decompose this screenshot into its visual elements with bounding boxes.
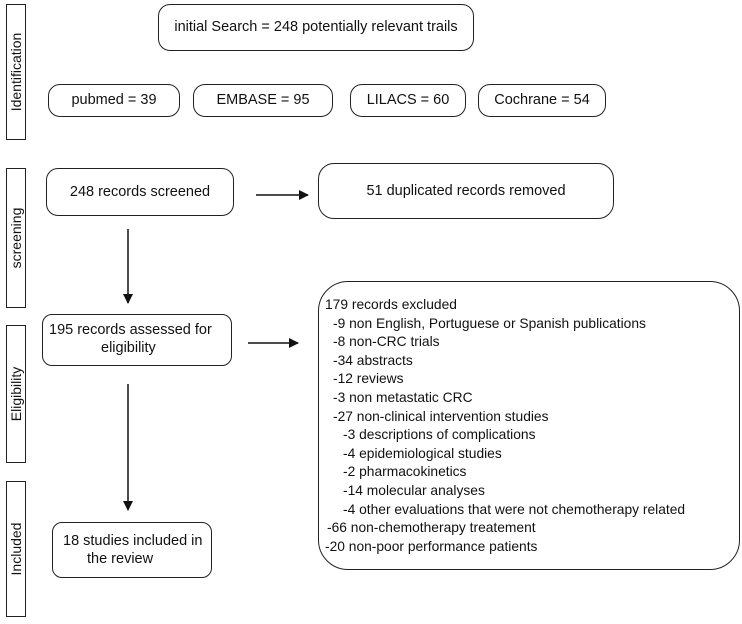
duplicates-removed-text: 51 duplicated records removed bbox=[366, 182, 566, 199]
excluded-title: 179 records excluded bbox=[325, 297, 457, 312]
cochrane-text: Cochrane = 54 bbox=[494, 92, 590, 109]
embase-text: EMBASE = 95 bbox=[216, 92, 310, 109]
excluded-item: -34 abstracts bbox=[333, 352, 413, 368]
excluded-item: -8 non-CRC trials bbox=[333, 334, 440, 350]
duplicates-removed-box: 51 duplicated records removed bbox=[318, 163, 614, 219]
phase-included: Included bbox=[6, 481, 26, 617]
phase-identification: Identification bbox=[6, 4, 26, 140]
excluded-item: -12 reviews bbox=[333, 371, 404, 387]
studies-included-line2: the review bbox=[87, 551, 154, 568]
phase-screening: screening bbox=[6, 168, 26, 308]
pubmed-box: pubmed = 39 bbox=[48, 84, 180, 117]
records-assessed-box: 195 records assessed for eligibility bbox=[42, 314, 232, 366]
excluded-item: -66 non-chemotherapy treatement bbox=[327, 520, 536, 536]
initial-search-box: initial Search = 248 potentially relevan… bbox=[158, 4, 474, 51]
excluded-item: -4 epidemiological studies bbox=[343, 445, 502, 461]
records-screened-text: 248 records screened bbox=[69, 183, 211, 200]
records-assessed-line2: eligibility bbox=[101, 340, 156, 357]
phase-eligibility: Eligibility bbox=[6, 325, 26, 463]
lilacs-text: LILACS = 60 bbox=[366, 92, 450, 109]
excluded-item: -3 non metastatic CRC bbox=[333, 389, 473, 405]
pubmed-text: pubmed = 39 bbox=[71, 92, 157, 109]
records-assessed-line1: 195 records assessed for bbox=[49, 322, 212, 338]
excluded-item: -9 non English, Portuguese or Spanish pu… bbox=[333, 315, 646, 331]
excluded-item: -27 non-clinical intervention studies bbox=[333, 408, 549, 424]
records-screened-box: 248 records screened bbox=[46, 168, 234, 216]
studies-included-box: 18 studies included in the review bbox=[52, 522, 212, 578]
initial-search-text: initial Search = 248 potentially relevan… bbox=[174, 19, 458, 36]
embase-box: EMBASE = 95 bbox=[193, 84, 333, 117]
lilacs-box: LILACS = 60 bbox=[350, 84, 466, 117]
excluded-item: -20 non-poor performance patients bbox=[325, 538, 538, 554]
excluded-item: -4 other evaluations that were not chemo… bbox=[343, 501, 686, 517]
excluded-item: -2 pharmacokinetics bbox=[343, 464, 467, 480]
records-excluded-box: 179 records excluded -9 non English, Por… bbox=[318, 281, 740, 570]
studies-included-line1: 18 studies included in bbox=[63, 533, 203, 549]
excluded-item: -14 molecular analyses bbox=[343, 482, 485, 498]
cochrane-box: Cochrane = 54 bbox=[478, 84, 606, 117]
excluded-item: -3 descriptions of complications bbox=[343, 427, 536, 443]
